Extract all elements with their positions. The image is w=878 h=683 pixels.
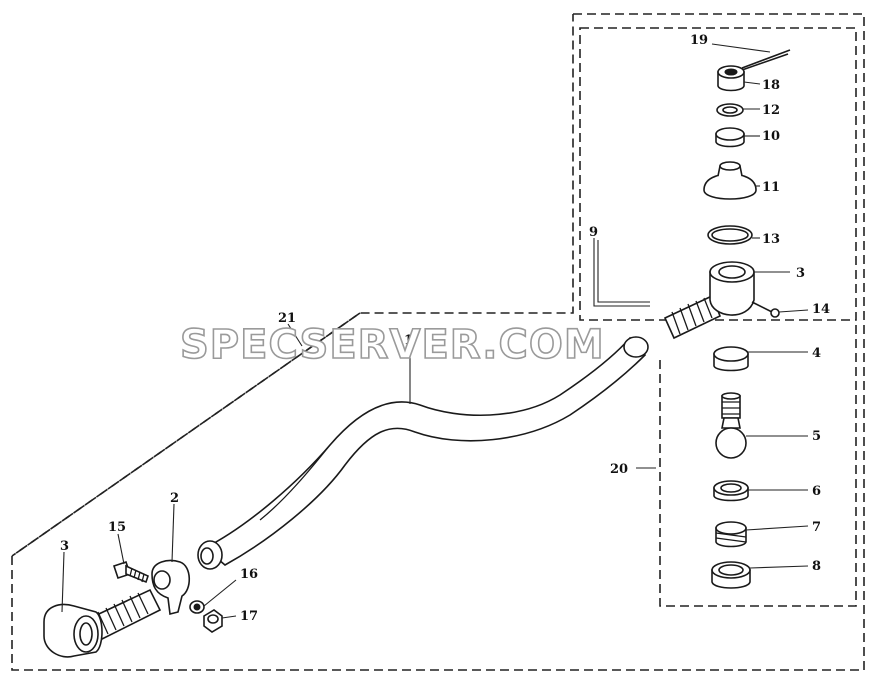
callout-8: 8 [812,559,821,574]
callout-20: 20 [610,462,628,477]
group-boundary-outer [11,13,865,671]
callout-21: 21 [278,311,296,326]
ring-10 [715,127,745,148]
callout-15: 15 [108,520,126,535]
grease-fitting [751,301,780,318]
washer-12 [716,103,744,117]
callout-10: 10 [762,129,780,144]
callout-4: 4 [812,346,821,361]
plug-8 [711,561,751,589]
callout-9: 9 [589,225,598,240]
castle-nut [717,65,745,92]
cotter-pin [741,49,791,71]
nut-17 [203,609,223,633]
washer-16 [189,600,205,614]
callout-17: 17 [240,609,258,624]
clamp [151,559,191,615]
tie-rod-end-right [663,261,755,340]
callout-1: 1 [404,333,413,348]
leader-9 [593,238,650,307]
ball-stud [715,392,747,459]
callout-16: 16 [240,567,258,582]
group-boundary-upper-inner [579,27,857,321]
tie-rod-tube [203,336,649,566]
seal-ring-13 [707,225,753,245]
callout-14: 14 [812,302,830,317]
callout-2: 2 [170,491,179,506]
tie-rod-end-left [43,588,162,658]
bushing-4 [713,346,749,372]
callout-6: 6 [812,484,821,499]
group-boundary-20 [659,320,857,607]
callout-13: 13 [762,232,780,247]
watermark: SPECSERVER.COM [180,322,605,368]
callout-12: 12 [762,103,780,118]
tube-left-end [197,540,223,570]
callout-5: 5 [812,429,821,444]
bolt-15 [112,560,149,584]
callout-11: 11 [762,180,780,195]
callout-18: 18 [762,78,780,93]
spring-7 [715,521,747,548]
dust-boot [703,161,757,200]
callout-7: 7 [812,520,821,535]
group-boundary-21 [11,312,361,557]
callout-19: 19 [690,33,708,48]
callout-3-upper: 3 [796,266,805,281]
callout-3-lower: 3 [60,539,69,554]
seat-6 [713,480,749,502]
